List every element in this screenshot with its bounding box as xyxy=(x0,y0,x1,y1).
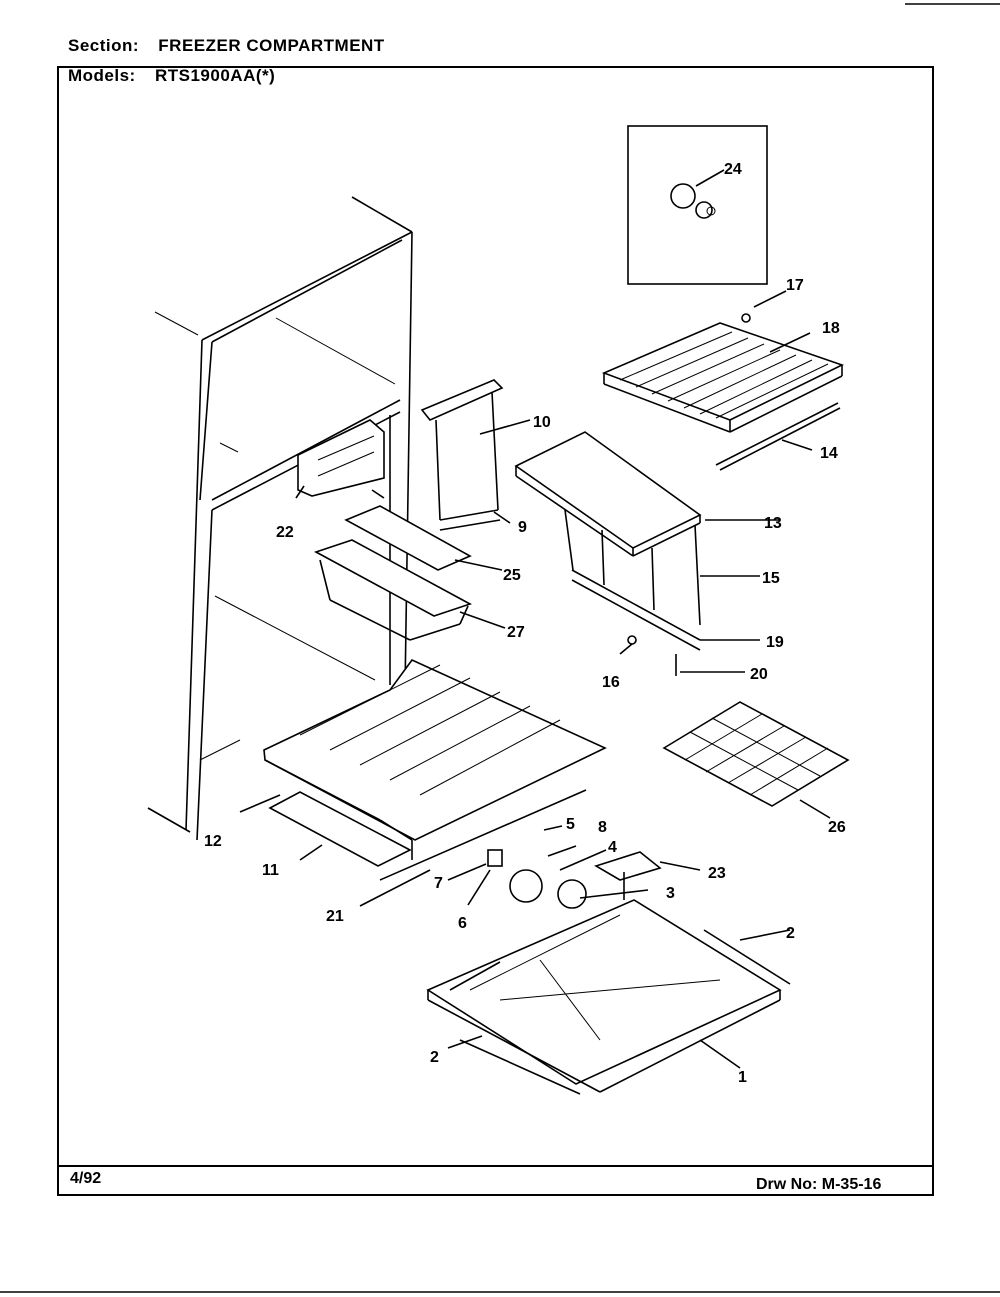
freezer-floor xyxy=(239,659,607,907)
part-label-3: 3 xyxy=(666,885,675,902)
part-label-4: 4 xyxy=(608,839,617,856)
section-line: Section: FREEZER COMPARTMENT xyxy=(68,36,385,56)
part-label-19: 19 xyxy=(766,634,784,651)
wire-shelf xyxy=(601,290,845,471)
part-label-6: 6 xyxy=(458,915,467,932)
drawing-frame xyxy=(57,66,934,1196)
section-value: FREEZER COMPARTMENT xyxy=(158,36,385,55)
part-label-20: 20 xyxy=(750,666,768,683)
part-label-8: 8 xyxy=(598,819,607,836)
part-label-9: 9 xyxy=(518,519,527,536)
models-key: Models: xyxy=(68,66,136,85)
part-label-21: 21 xyxy=(326,908,344,925)
models-line: Models: RTS1900AA(*) xyxy=(68,66,275,86)
models-value: RTS1900AA(*) xyxy=(154,66,276,85)
part-label-5: 5 xyxy=(566,816,575,833)
part-label-2: 2 xyxy=(786,925,795,942)
footer-date: 4/92 xyxy=(70,1170,102,1187)
part-label-12: 12 xyxy=(204,833,222,850)
part-label-18: 18 xyxy=(822,320,840,337)
part-label-25: 25 xyxy=(503,567,521,584)
part-label-27: 27 xyxy=(507,624,525,641)
part-label-1: 1 xyxy=(738,1069,747,1086)
part-label-26: 26 xyxy=(828,819,846,836)
air-duct xyxy=(420,379,531,531)
ice-cube-tray xyxy=(662,701,850,819)
part-label-2: 2 xyxy=(430,1049,439,1066)
part-label-15: 15 xyxy=(762,570,780,587)
footer-drawing-number: Drw No: M-35-16 xyxy=(756,1176,882,1193)
adjustable-shelf xyxy=(514,431,780,676)
section-key: Section: xyxy=(68,36,140,55)
fan-motor-assembly xyxy=(447,825,701,909)
part-label-22: 22 xyxy=(276,524,294,541)
part-label-17: 17 xyxy=(786,277,804,294)
part-label-7: 7 xyxy=(434,875,443,892)
part-label-23: 23 xyxy=(708,865,726,882)
part-24-inset xyxy=(627,125,768,285)
ice-tray-and-bucket xyxy=(295,419,506,641)
part-label-14: 14 xyxy=(820,445,838,462)
footer-divider xyxy=(57,1165,934,1167)
part-label-10: 10 xyxy=(533,414,551,431)
part-label-11: 11 xyxy=(262,862,279,879)
part-label-13: 13 xyxy=(764,515,782,532)
part-label-24: 24 xyxy=(724,161,742,178)
bottom-pan xyxy=(426,899,791,1095)
part-label-16: 16 xyxy=(602,674,620,691)
